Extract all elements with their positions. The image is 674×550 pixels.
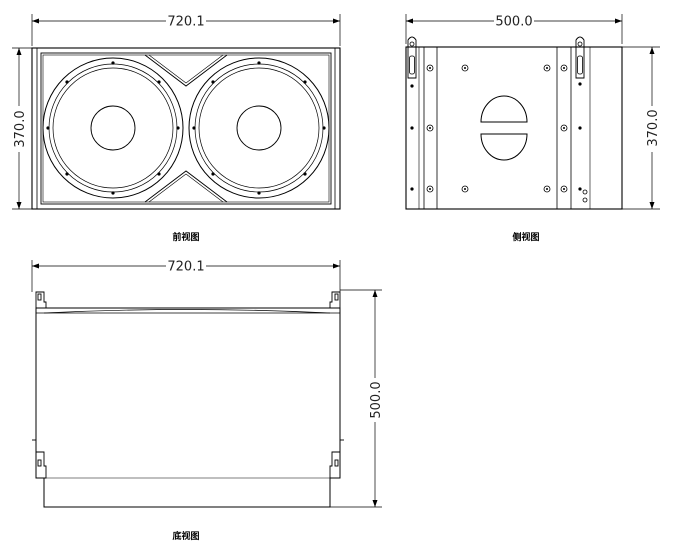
front-baffle-x [144, 54, 228, 203]
front-height-label: 370.0 [13, 110, 28, 147]
side-rigging-left [407, 36, 417, 88]
side-width-dimension: 500.0 [405, 14, 623, 44]
front-view: 720.1 370.0 [12, 14, 341, 243]
side-rigging-right [575, 36, 588, 203]
bottom-rigging-tabs [32, 291, 344, 479]
front-width-label: 720.1 [167, 15, 204, 30]
side-height-label: 370.0 [646, 109, 661, 146]
right-woofer [188, 57, 330, 199]
bottom-width-dimension: 720.1 [31, 260, 341, 292]
front-height-dimension: 370.0 [12, 47, 38, 210]
bottom-view: 720.1 500.0 [31, 260, 384, 542]
bottom-depth-dimension: 500.0 [330, 289, 384, 508]
side-handle [480, 95, 528, 161]
bottom-depth-label: 500.0 [369, 381, 384, 418]
left-woofer [42, 57, 184, 199]
bottom-panel [35, 307, 341, 508]
side-view-caption: 侧视图 [512, 231, 539, 243]
side-fastener-holes [410, 64, 582, 193]
side-width-label: 500.0 [495, 15, 532, 30]
bottom-view-caption: 底视图 [172, 530, 199, 542]
side-height-dimension: 370.0 [612, 46, 661, 210]
side-view: 500.0 370.0 [405, 14, 661, 243]
side-cabinet [405, 46, 623, 210]
front-width-dimension: 720.1 [31, 14, 341, 46]
front-view-caption: 前视图 [172, 231, 199, 243]
front-cabinet [31, 47, 341, 210]
bottom-width-label: 720.1 [167, 260, 204, 275]
